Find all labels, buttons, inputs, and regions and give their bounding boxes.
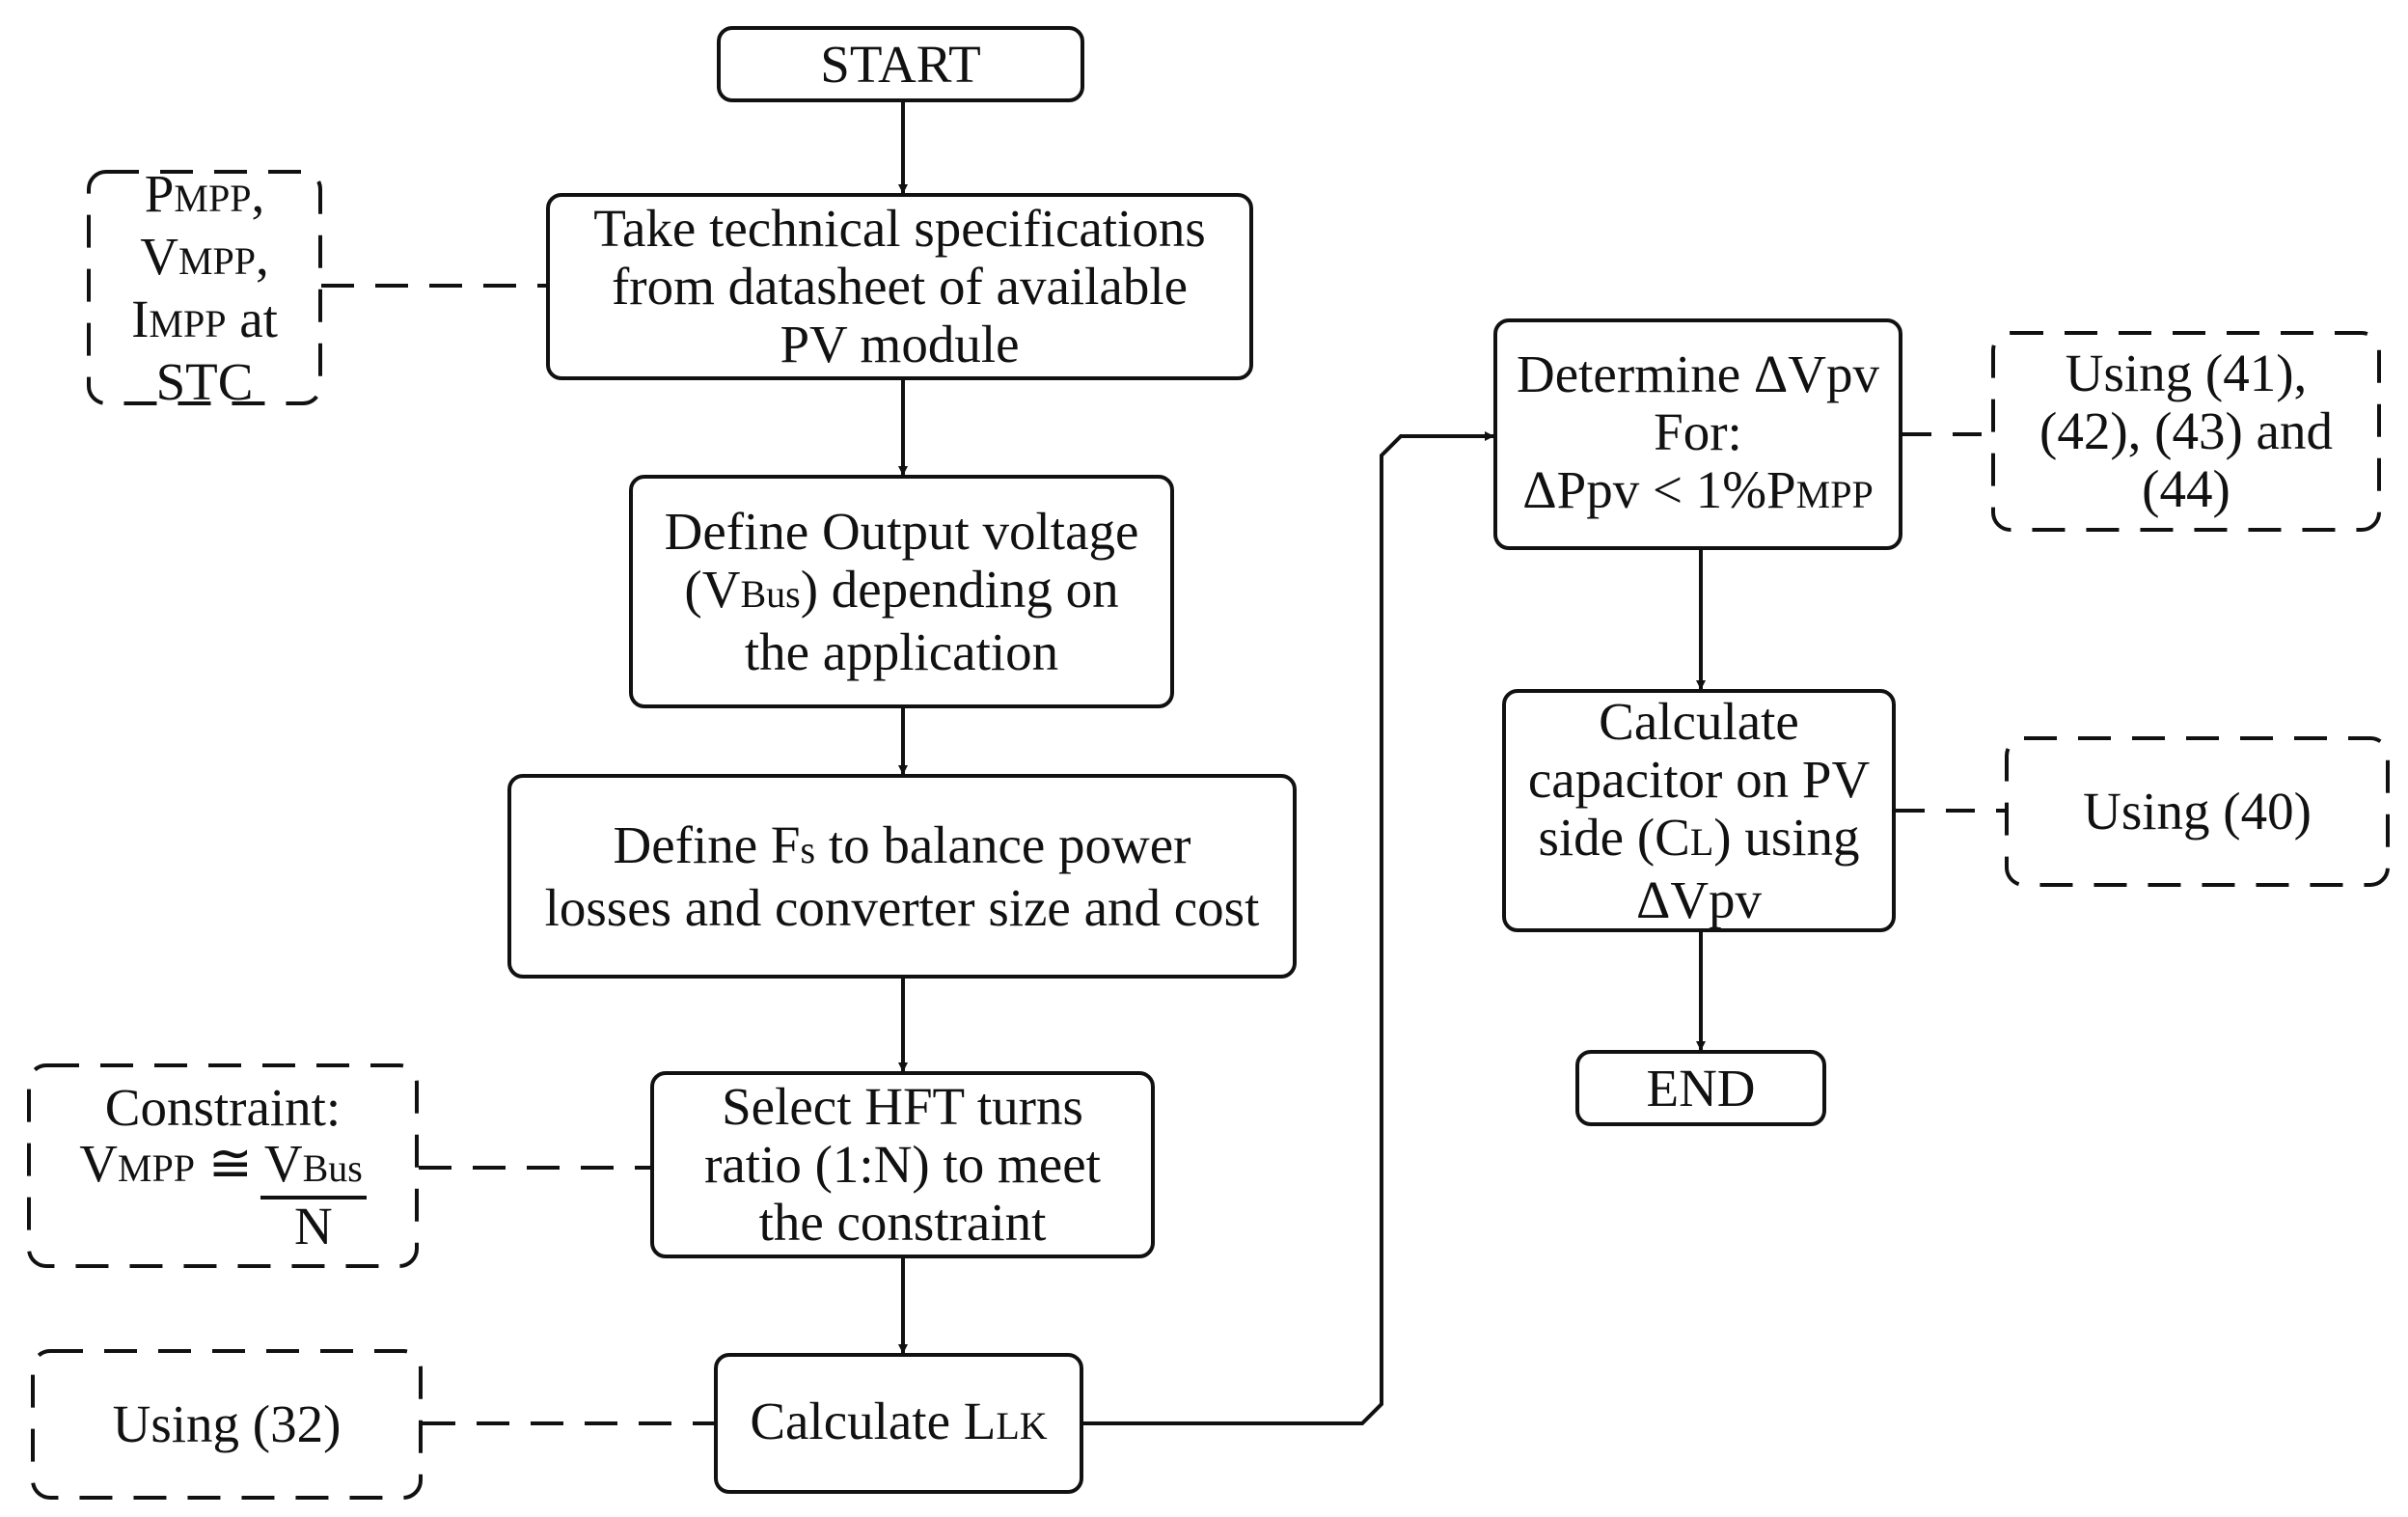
start-label: START	[820, 34, 981, 94]
note-box-stc	[87, 170, 322, 405]
note-using-41-44: Using (41), (42), (43) and (44)	[1993, 333, 2379, 530]
note-box-constraint	[27, 1063, 419, 1268]
hft-line-1: Select HFT turns	[722, 1077, 1083, 1136]
hft-line-3: the constraint	[758, 1193, 1047, 1252]
vbus-line-2: (VBus) depending on	[684, 559, 1119, 619]
using-41-line-3: (44)	[2142, 459, 2230, 518]
vbus-line-3: the application	[744, 621, 1059, 681]
constraint-equation: VMPP ≅ VBus N	[79, 1136, 367, 1254]
end-terminal: END	[1575, 1050, 1826, 1126]
fs-line-1: Define Fs to balance power	[613, 814, 1191, 874]
fs-line-2: losses and converter size and cost	[544, 877, 1260, 937]
dvpv-line-3: ΔPpv < 1%PMPP	[1522, 459, 1874, 519]
step-define-output-voltage: Define Output voltage (VBus) depending o…	[629, 475, 1174, 708]
note-box-using41	[1991, 331, 2381, 532]
using-41-line-1: Using (41),	[2065, 344, 2308, 402]
note-stc-parameters: PMPP, VMPP, IMPP at STC	[89, 164, 320, 410]
step-select-hft-ratio: Select HFT turns ratio (1:N) to meet the…	[650, 1071, 1155, 1258]
note-using-40: Using (40)	[2007, 738, 2388, 885]
constraint-fraction: VBus N	[260, 1136, 367, 1254]
hft-line-2: ratio (1:N) to meet	[704, 1135, 1101, 1194]
using-40-label: Using (40)	[2083, 782, 2312, 841]
note-box-using40	[2005, 736, 2390, 887]
vbus-line-1: Define Output voltage	[664, 501, 1139, 561]
note-box-using32	[31, 1349, 423, 1500]
llk-label: Calculate LLK	[750, 1391, 1048, 1450]
take-specs-line-1: Take technical specifications	[593, 199, 1206, 258]
step-determine-dvpv: Determine ΔVpv For: ΔPpv < 1%PMPP	[1493, 318, 1902, 550]
step-calculate-capacitor: Calculate capacitor on PV side (CL) usin…	[1502, 689, 1896, 932]
using-41-line-2: (42), (43) and	[2039, 401, 2333, 460]
dvpv-line-2: For:	[1654, 401, 1742, 461]
take-specs-line-2: from datasheet of available	[611, 257, 1189, 316]
note-using-32: Using (32)	[33, 1351, 421, 1498]
cap-line-4: ΔVpv	[1635, 869, 1763, 929]
step-calculate-llk: Calculate LLK	[714, 1353, 1083, 1494]
start-terminal: START	[717, 26, 1084, 102]
step-define-fs: Define Fs to balance power losses and co…	[507, 774, 1297, 979]
end-label: END	[1646, 1058, 1756, 1117]
note-constraint: Constraint: VMPP ≅ VBus N	[29, 1065, 417, 1266]
dvpv-line-1: Determine ΔVpv	[1517, 344, 1879, 403]
cap-line-1: Calculate	[1599, 691, 1799, 751]
cap-line-2: capacitor on PV	[1527, 749, 1871, 809]
note-impp: IMPP at	[131, 289, 278, 348]
step-take-specifications: Take technical specifications from datas…	[546, 193, 1253, 380]
note-stc: STC	[155, 351, 254, 411]
using-32-label: Using (32)	[112, 1394, 342, 1453]
note-pmpp: PMPP,	[144, 163, 265, 223]
arrow-llk-to-dvpv	[1083, 431, 1494, 1425]
note-vmpp: VMPP,	[140, 226, 269, 286]
constraint-title: Constraint:	[104, 1077, 342, 1137]
take-specs-line-3: PV module	[780, 315, 1020, 373]
cap-line-3: side (CL) using	[1538, 807, 1860, 867]
